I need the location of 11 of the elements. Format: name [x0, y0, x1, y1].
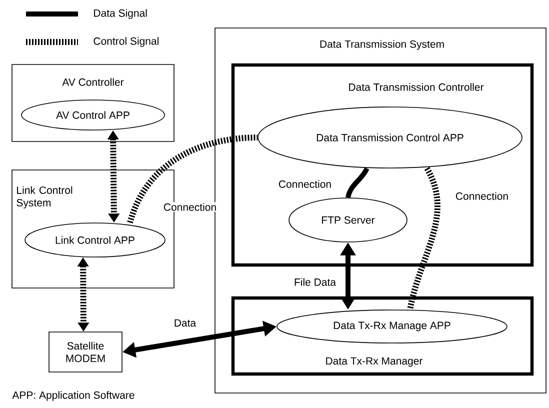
connector-line	[346, 167, 370, 198]
modem-box: Satellite MODEM	[48, 332, 122, 372]
edge-label: Data	[172, 318, 198, 328]
connector-line	[127, 134, 258, 224]
note: APP: Application Software	[12, 391, 134, 401]
edge-label: Connection	[454, 191, 510, 201]
legend-label: Control Signal	[94, 37, 158, 47]
legend-label: Data Signal	[94, 9, 147, 19]
edge-label: Connection	[162, 202, 218, 212]
edge-label: Connection	[277, 179, 333, 189]
edge-label: File Data	[293, 277, 337, 287]
